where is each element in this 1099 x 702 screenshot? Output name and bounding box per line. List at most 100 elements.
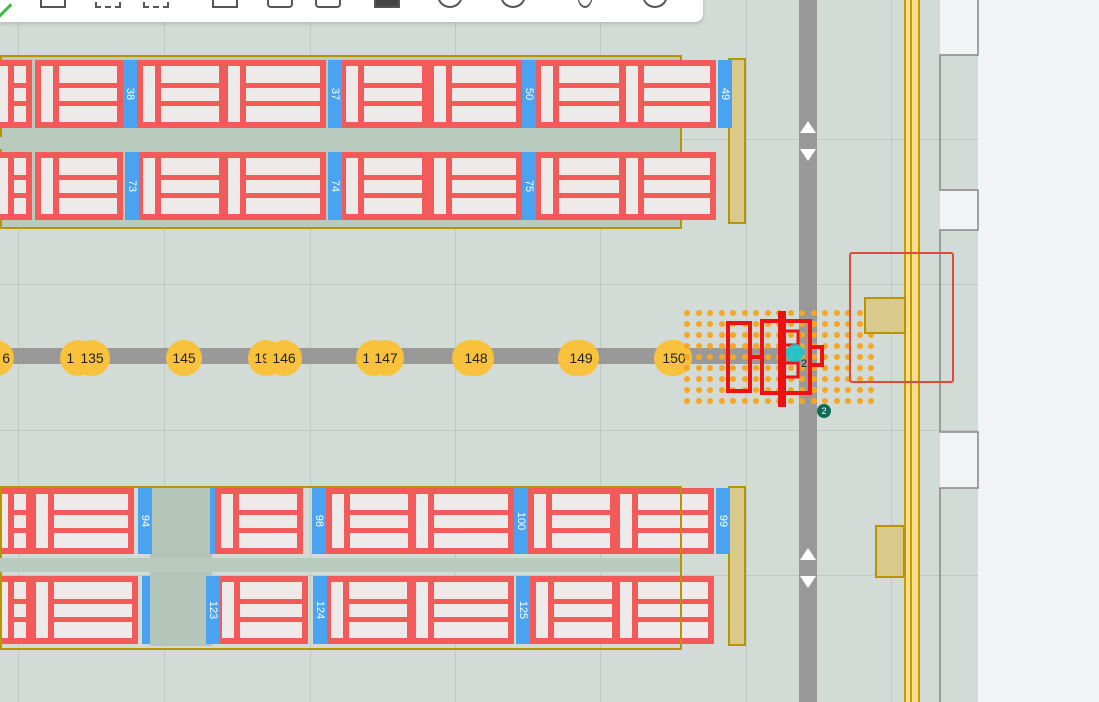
path-point [845,354,851,360]
path-point [856,354,863,360]
rack-shelf[interactable] [528,488,616,554]
path-point [695,354,702,360]
layer-icon[interactable] [212,0,238,8]
rack-shelf[interactable] [535,60,625,128]
path-point [707,354,713,360]
rack-tag[interactable]: 74 [328,152,342,220]
path-node[interactable]: 146 [266,340,302,376]
rack-shelf[interactable] [30,488,134,554]
rack-tag[interactable]: 37 [328,60,342,128]
rack-shelf[interactable] [137,60,225,128]
path-point [799,365,805,371]
rack-shelf[interactable] [614,576,714,644]
rack-shelf[interactable] [30,576,138,644]
path-point [730,332,736,338]
rack-shelf[interactable] [620,152,716,220]
rack-shelf[interactable] [35,60,123,128]
arrow-up-icon [800,548,816,560]
rack-alt-icon[interactable] [143,0,169,8]
path-point [868,398,874,404]
path-point [707,365,713,371]
rack-shelf[interactable] [326,488,414,554]
path-point [730,376,736,382]
rack-shelf[interactable] [216,576,308,644]
path-node[interactable]: 6 [0,340,14,376]
rack-shelf[interactable] [215,488,303,554]
path-node[interactable]: 135 [74,340,110,376]
path-point [741,354,748,360]
box-icon[interactable] [267,0,293,8]
rack-tag[interactable]: 75 [522,152,536,220]
circle-icon[interactable] [437,0,463,8]
rack-tag[interactable]: 100 [514,488,528,554]
station-marker[interactable] [875,525,905,578]
path-point [718,332,725,338]
path-point [684,310,690,316]
path-point [822,321,828,327]
path-point [810,354,817,360]
rack-tag[interactable]: 38 [123,60,137,128]
path-point [799,398,805,404]
rack-icon[interactable] [95,0,121,8]
rack-tag[interactable]: 125 [516,576,530,644]
path-node[interactable]: 148 [458,340,494,376]
target-icon[interactable] [642,0,668,8]
rack-endcap-top [728,58,746,224]
rack-shelf[interactable] [0,152,32,220]
path-point [730,365,736,371]
box-alt-icon[interactable] [315,0,341,8]
rack-tag[interactable]: 124 [313,576,327,644]
rack-tag[interactable]: 123 [206,576,220,644]
robot-marker[interactable] [786,344,804,362]
map-toolbar [0,0,703,22]
path-point [718,321,725,327]
rack-shelf[interactable] [0,576,32,644]
station-marker[interactable] [864,297,906,334]
path-point [810,387,817,393]
edit-icon[interactable] [40,0,66,8]
path-point [810,365,817,371]
rack-tag[interactable]: 73 [125,152,139,220]
rack-shelf[interactable] [0,488,32,554]
rack-tag[interactable]: 94 [138,488,152,554]
rack-shelf[interactable] [325,576,413,644]
refresh-icon[interactable] [500,0,526,8]
path-point [741,398,748,404]
rack-tag[interactable]: 50 [522,60,536,128]
rack-shelf[interactable] [428,60,522,128]
rack-shelf[interactable] [535,152,625,220]
path-point [833,365,840,371]
path-point [730,343,736,349]
rack-shelf[interactable] [340,152,428,220]
selection-box[interactable] [849,252,954,383]
path-point [822,332,828,338]
path-point [741,343,748,349]
path-node[interactable]: 145 [166,340,202,376]
rack-shelf[interactable] [428,152,522,220]
rack-shelf[interactable] [0,60,32,128]
rack-shelf[interactable] [530,576,618,644]
rack-shelf[interactable] [137,152,225,220]
path-node[interactable]: 149 [563,340,599,376]
path-node[interactable]: 147 [368,340,404,376]
rack-shelf[interactable] [614,488,714,554]
rack-shelf[interactable] [222,152,326,220]
dark-box-icon[interactable] [374,0,400,8]
rack-shelf[interactable] [35,152,123,220]
path-point [822,354,828,360]
path-point [764,354,771,360]
rack-shelf[interactable] [222,60,326,128]
check-icon[interactable] [0,0,13,18]
path-point [695,310,702,316]
rack-tag[interactable]: 49 [718,60,732,128]
rack-tag[interactable]: 99 [716,488,730,554]
rack-shelf[interactable] [620,60,716,128]
rack-shelf[interactable] [410,576,514,644]
path-point [799,376,805,382]
rack-shelf[interactable] [340,60,428,128]
robot-badge[interactable]: 2 [817,404,831,418]
rack-shelf[interactable] [410,488,514,554]
path-point [718,398,725,404]
pin-icon[interactable] [577,0,593,8]
rack-tag[interactable]: 98 [312,488,326,554]
